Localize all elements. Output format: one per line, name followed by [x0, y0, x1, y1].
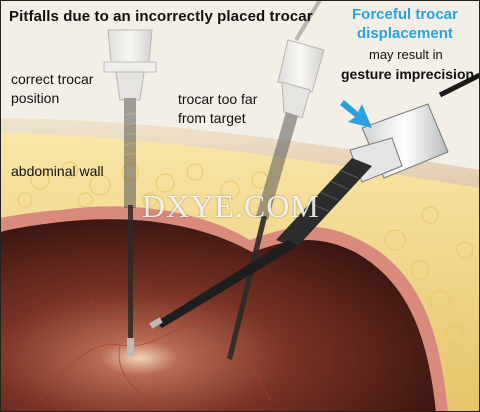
label-correct-trocar-position: correct trocar position: [11, 71, 94, 106]
too-far-trocar: [256, 0, 325, 220]
label-may-result: may result in: [369, 47, 443, 62]
abdominal-wall-fat: [0, 132, 480, 412]
diagram-title: Pitfalls due to an incorrectly placed tr…: [9, 8, 313, 25]
label-abdominal-wall: abdominal wall: [11, 163, 104, 179]
displaced-trocar: [149, 72, 480, 329]
vessels: [39, 299, 271, 406]
label-gesture-imprecision: gesture imprecision: [341, 66, 475, 82]
displacement-arrow-icon: [340, 100, 372, 128]
abdominal-cavity: [0, 219, 436, 412]
correct-instrument-tip: [127, 338, 134, 356]
correct-instrument-shaft: [128, 205, 133, 345]
correct-trocar: [103, 29, 157, 208]
label-trocar-too-far: trocar too far from target: [178, 91, 258, 126]
watermark: DXYE.COM: [142, 188, 320, 224]
label-forceful-displacement: Forceful trocar displacement: [352, 6, 458, 42]
skin-surface: [0, 118, 480, 200]
too-far-instrument-shaft: [227, 215, 267, 360]
